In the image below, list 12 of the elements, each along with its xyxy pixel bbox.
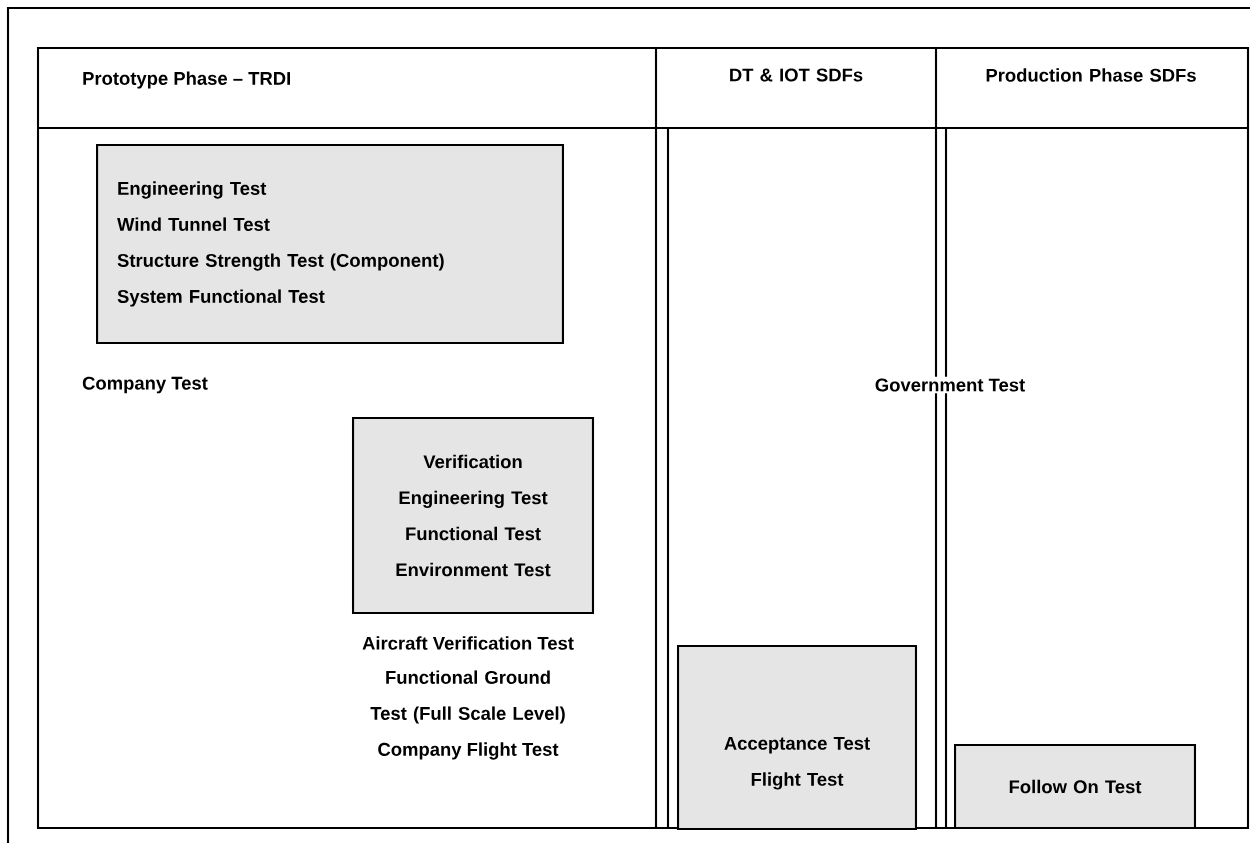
column-heading: DT & IOT SDFs: [730, 68, 863, 82]
test-box: Follow On Test: [954, 743, 1197, 830]
column-heading: Prototype Phase – TRDI: [83, 71, 290, 89]
test-box: Engineering Test Wind Tunnel Test Structure Strength Test (Component) System Functional Test: [96, 143, 564, 345]
text-label: Aircraft Verification Test: [362, 636, 574, 650]
text-label: Company Flight Test: [378, 742, 559, 760]
text-label: Functional Ground Test (Full Scale Level): [370, 670, 565, 724]
test-box: Verification Engineering Test Functional Test Environment Test: [352, 416, 595, 615]
text-label: Government Test: [873, 376, 1027, 394]
text-label: Company Test: [82, 376, 208, 394]
test-box: Acceptance Test Flight Test: [676, 645, 918, 831]
column-heading: Production Phase SDFs: [986, 68, 1196, 82]
